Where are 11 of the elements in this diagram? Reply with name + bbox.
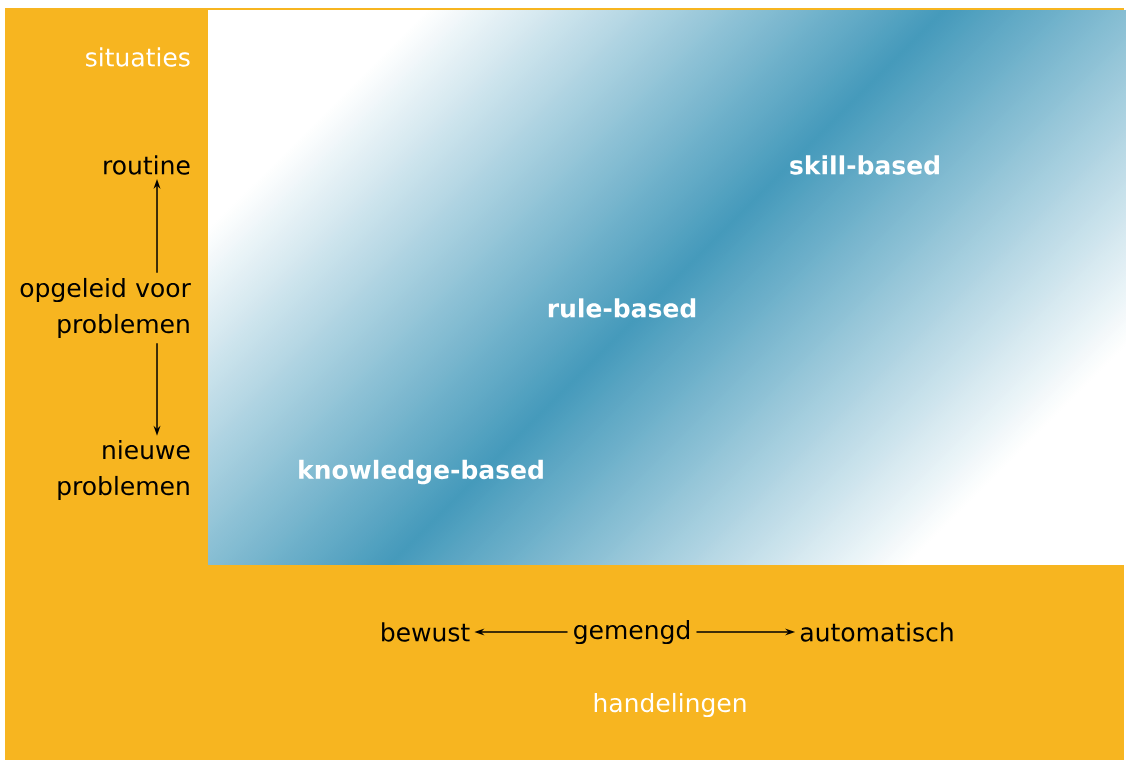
axis-label: gemengd: [574, 619, 689, 645]
level-label: skill-based: [790, 155, 939, 175]
axis-label: opgeleid voor problemen: [20, 277, 191, 339]
axis-label: bewust: [382, 622, 470, 642]
axis-label: routine: [104, 155, 190, 175]
level-label: rule-based: [548, 298, 696, 318]
axis-title: handelingen: [594, 692, 746, 718]
level-label: knowledge-based: [299, 459, 543, 485]
axis-title: situaties: [86, 47, 190, 67]
axis-label: nieuwe problemen: [58, 439, 190, 501]
axis-label: automatisch: [800, 622, 953, 642]
